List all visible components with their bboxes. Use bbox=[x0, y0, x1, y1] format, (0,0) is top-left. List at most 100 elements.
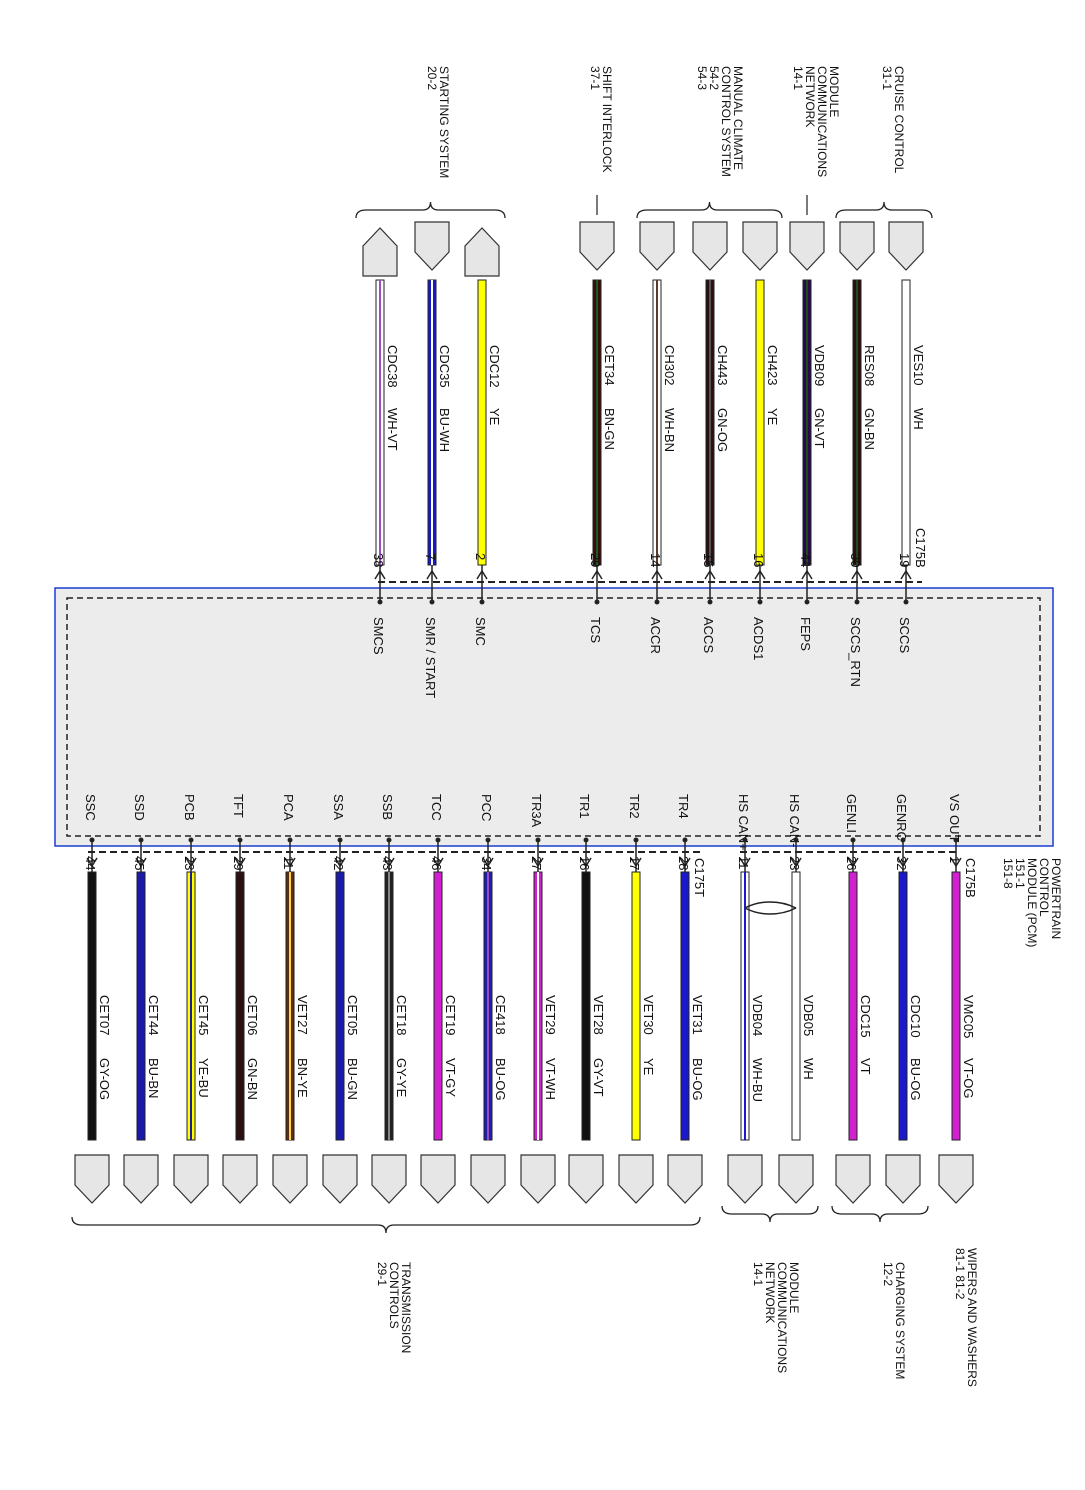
wire-vet27 bbox=[285, 871, 295, 1141]
pin-terminal bbox=[594, 599, 600, 605]
signal-label: SMCS bbox=[371, 617, 386, 655]
circuit-label: VET28 bbox=[591, 995, 606, 1035]
pin-number: 23 bbox=[787, 856, 802, 870]
signal-label: SCCS bbox=[897, 617, 912, 653]
wire-vet31 bbox=[680, 871, 690, 1141]
wire-color-label: BU-WH bbox=[437, 408, 452, 452]
pin-number: 32 bbox=[894, 856, 909, 870]
connector-down-icon bbox=[222, 1154, 258, 1204]
pin-number: 2 bbox=[473, 553, 488, 560]
pin-arrow-icon bbox=[482, 857, 494, 868]
wire-color-label: YE bbox=[765, 408, 780, 426]
connector-down-icon bbox=[667, 1154, 703, 1204]
bottom-wire-group: SSC44CET07GY-OGSSD45CET44BU-BNPCB23CET45… bbox=[74, 794, 978, 1204]
circuit-label: CET06 bbox=[245, 995, 260, 1035]
group-label-line: 81-1 81-2 bbox=[953, 1248, 967, 1300]
connector-id: C175B bbox=[913, 528, 928, 568]
wire-vmc05 bbox=[951, 871, 961, 1141]
signal-label: ACCR bbox=[648, 617, 663, 654]
wire-ch302 bbox=[652, 279, 662, 566]
wire-vdb05-insulation bbox=[791, 871, 801, 1141]
connector-down-icon bbox=[173, 1154, 209, 1204]
signal-label: SSD bbox=[132, 794, 147, 821]
group-label-line: NETWORK bbox=[803, 66, 817, 127]
pin-arrow-icon bbox=[651, 569, 663, 580]
circuit-label: CET05 bbox=[345, 995, 360, 1035]
group-label-line: 14-1 bbox=[751, 1262, 765, 1286]
pin-arrow-icon bbox=[185, 857, 197, 868]
pin-number: 30 bbox=[848, 553, 863, 567]
pin-number: 14 bbox=[648, 553, 663, 567]
wire-vet28-insulation bbox=[581, 871, 591, 1141]
circuit-label: VET30 bbox=[641, 995, 656, 1035]
pin-number: 43 bbox=[380, 856, 395, 870]
wire-color-label: VT-GY bbox=[443, 1058, 458, 1097]
wire-color-label: WH-BN bbox=[662, 408, 677, 452]
wire-cet07-insulation bbox=[87, 871, 97, 1141]
pin-arrow-icon bbox=[704, 569, 716, 580]
pin-arrow-icon bbox=[532, 857, 544, 868]
signal-label: TR1 bbox=[577, 794, 592, 819]
pin-arrow-icon bbox=[334, 857, 346, 868]
connector-down-icon bbox=[272, 1154, 308, 1204]
wire-color-label: YE bbox=[487, 408, 502, 426]
signal-label: PCC bbox=[479, 794, 494, 821]
wire-color-label: BN-YE bbox=[295, 1058, 310, 1098]
pin-terminal bbox=[707, 599, 713, 605]
circuit-label: VET31 bbox=[690, 995, 705, 1035]
pin-number: 28 bbox=[676, 856, 691, 870]
wire-color-label: GN-BN bbox=[862, 408, 877, 450]
connector-down-icon bbox=[888, 221, 924, 271]
pin-arrow-icon bbox=[580, 857, 592, 868]
brace-charging bbox=[831, 1205, 929, 1223]
pin-number: 17 bbox=[627, 856, 642, 870]
wire-color-label: WH-BU bbox=[750, 1058, 765, 1102]
pin-arrow-icon bbox=[374, 569, 386, 580]
wire-color-label: BN-GN bbox=[602, 408, 617, 450]
signal-label: ACDS1 bbox=[751, 617, 766, 660]
connector-down-icon bbox=[839, 221, 875, 271]
pin-arrow-icon bbox=[476, 569, 488, 580]
connector-id: C175T bbox=[692, 858, 707, 897]
pin-terminal bbox=[429, 599, 435, 605]
pin-terminal bbox=[377, 599, 383, 605]
wire-vdb09 bbox=[802, 279, 812, 566]
pin-arrow-icon bbox=[900, 569, 912, 580]
group-label-line: SHIFT INTERLOCK bbox=[600, 66, 614, 172]
circuit-label: VET29 bbox=[543, 995, 558, 1035]
pin-number: 15 bbox=[701, 553, 716, 567]
circuit-label: CET07 bbox=[97, 995, 112, 1035]
pin-number: 11 bbox=[281, 856, 296, 870]
circuit-label: CET18 bbox=[394, 995, 409, 1035]
connector-down-icon bbox=[579, 221, 615, 271]
pin-arrow-icon bbox=[234, 857, 246, 868]
wire-color-label: VT bbox=[858, 1058, 873, 1075]
group-label-line: WIPERS AND WASHERS bbox=[965, 1248, 979, 1387]
signal-label: SMR / START bbox=[423, 617, 438, 698]
group-label-line: CRUISE CONTROL bbox=[892, 66, 906, 174]
wire-ch423 bbox=[755, 279, 765, 566]
signal-label: SSB bbox=[380, 794, 395, 820]
wire-color-label: GY-OG bbox=[97, 1058, 112, 1100]
pin-arrow-icon bbox=[426, 569, 438, 580]
signal-label: GENRC bbox=[894, 794, 909, 841]
connector-down-icon bbox=[938, 1154, 974, 1204]
wire-cdc15-insulation bbox=[848, 871, 858, 1141]
group-label-line: TRANSMISSION bbox=[399, 1262, 413, 1353]
circuit-label: CET34 bbox=[602, 345, 617, 385]
